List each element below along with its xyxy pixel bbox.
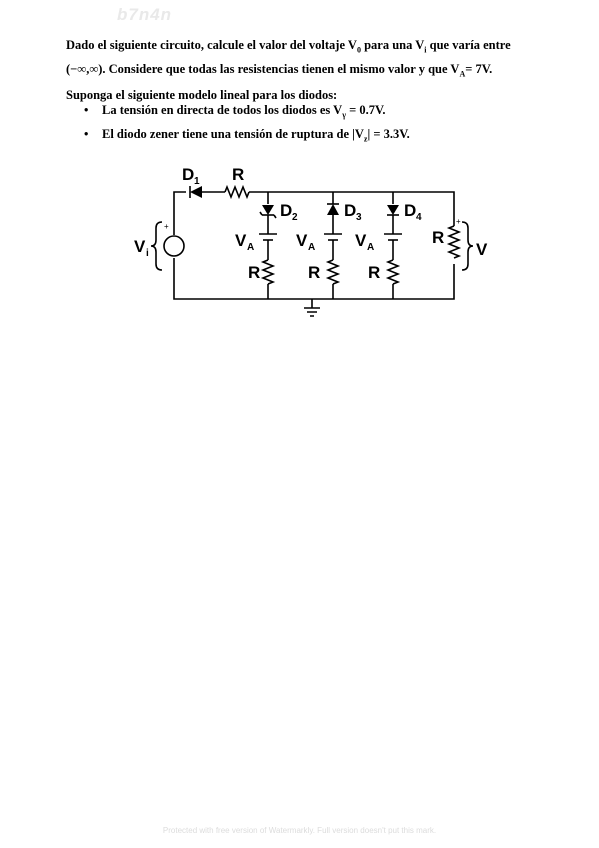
brace-vo bbox=[461, 221, 474, 271]
label-plus-vo: + bbox=[456, 217, 461, 226]
label-d2: D bbox=[280, 201, 292, 220]
label-va1-sub: A bbox=[247, 242, 254, 253]
label-vi: V bbox=[134, 237, 146, 256]
intro-line2-a: (−∞,∞). Considere que todas las resisten… bbox=[66, 61, 460, 76]
label-d2-sub: 2 bbox=[292, 212, 298, 223]
wire-top-left bbox=[173, 191, 186, 235]
bullet1-text-a: La tensión en directa de todos los diodo… bbox=[102, 103, 343, 117]
intro-line1-sub: 0 bbox=[356, 45, 361, 55]
resistor-r2 bbox=[325, 259, 341, 285]
intro-line1-c: que varía entre bbox=[426, 38, 511, 52]
d1-triangle bbox=[190, 186, 202, 198]
watermark-top: b7n4n bbox=[117, 5, 173, 24]
bullet1-text-b: = 0.7V. bbox=[345, 103, 386, 117]
intro-line2-b: = 7V. bbox=[465, 61, 493, 76]
label-r-top: R bbox=[232, 165, 244, 184]
intro-line1-sub2: i bbox=[424, 45, 427, 55]
circuit-diagram: D 1 R D 2 D 3 D 4 V A V A V A R R R R V … bbox=[134, 165, 488, 317]
ground-symbol bbox=[304, 307, 320, 317]
intro-paragraph: Dado el siguiente circuito, calcule el v… bbox=[66, 36, 566, 83]
d3-triangle bbox=[327, 204, 339, 215]
label-d1-sub: 1 bbox=[194, 176, 200, 187]
bullet2-sub: z bbox=[363, 134, 368, 143]
brace-vi bbox=[150, 221, 163, 271]
intro-line1-b: para una V bbox=[360, 38, 425, 52]
label-r-out: R bbox=[432, 228, 444, 247]
bullet1-sub: γ bbox=[342, 110, 346, 120]
label-d3: D bbox=[344, 201, 356, 220]
resistor-top bbox=[224, 184, 250, 200]
label-va2-sub: A bbox=[308, 242, 315, 253]
label-va3: V bbox=[355, 231, 367, 250]
d2-triangle bbox=[262, 205, 274, 215]
label-va3-sub: A bbox=[367, 242, 374, 253]
label-vi-sub: i bbox=[146, 248, 149, 259]
label-d4: D bbox=[404, 201, 416, 220]
bullet-forward-voltage: La tensión en directa de todos los diodo… bbox=[82, 101, 410, 125]
d4-triangle bbox=[387, 205, 399, 215]
label-r2: R bbox=[308, 263, 320, 282]
bullet-zener-voltage: El diodo zener tiene una tensión de rupt… bbox=[82, 125, 410, 149]
model-bullet-list: La tensión en directa de todos los diodo… bbox=[82, 101, 410, 148]
d2-zener-tabs bbox=[259, 211, 277, 219]
intro-line1-a: Dado el siguiente circuito, calcule el v… bbox=[66, 38, 357, 52]
label-plus-vi: + bbox=[164, 222, 169, 231]
source-vi bbox=[163, 235, 185, 257]
label-va2: V bbox=[296, 231, 308, 250]
watermark-bottom: Protected with free version of Watermark… bbox=[162, 826, 437, 835]
label-r3: R bbox=[368, 263, 380, 282]
label-vo: V bbox=[476, 240, 488, 259]
wire-bottom-left bbox=[173, 258, 455, 300]
bullet2-text-b: | = 3.3V. bbox=[367, 126, 410, 141]
label-d1: D bbox=[182, 165, 194, 184]
label-d3-sub: 3 bbox=[356, 212, 362, 223]
intro-line2-sub: A bbox=[459, 69, 466, 78]
label-va1: V bbox=[235, 231, 247, 250]
resistor-out bbox=[446, 225, 462, 259]
resistor-r3 bbox=[385, 259, 401, 285]
label-r1: R bbox=[248, 263, 260, 282]
resistor-r1 bbox=[260, 259, 276, 285]
bullet2-text-a: El diodo zener tiene una tensión de rupt… bbox=[102, 126, 364, 141]
label-d4-sub: 4 bbox=[416, 212, 422, 223]
wire-top-right bbox=[249, 191, 455, 226]
model-heading: Suponga el siguiente modelo lineal para … bbox=[66, 88, 338, 102]
